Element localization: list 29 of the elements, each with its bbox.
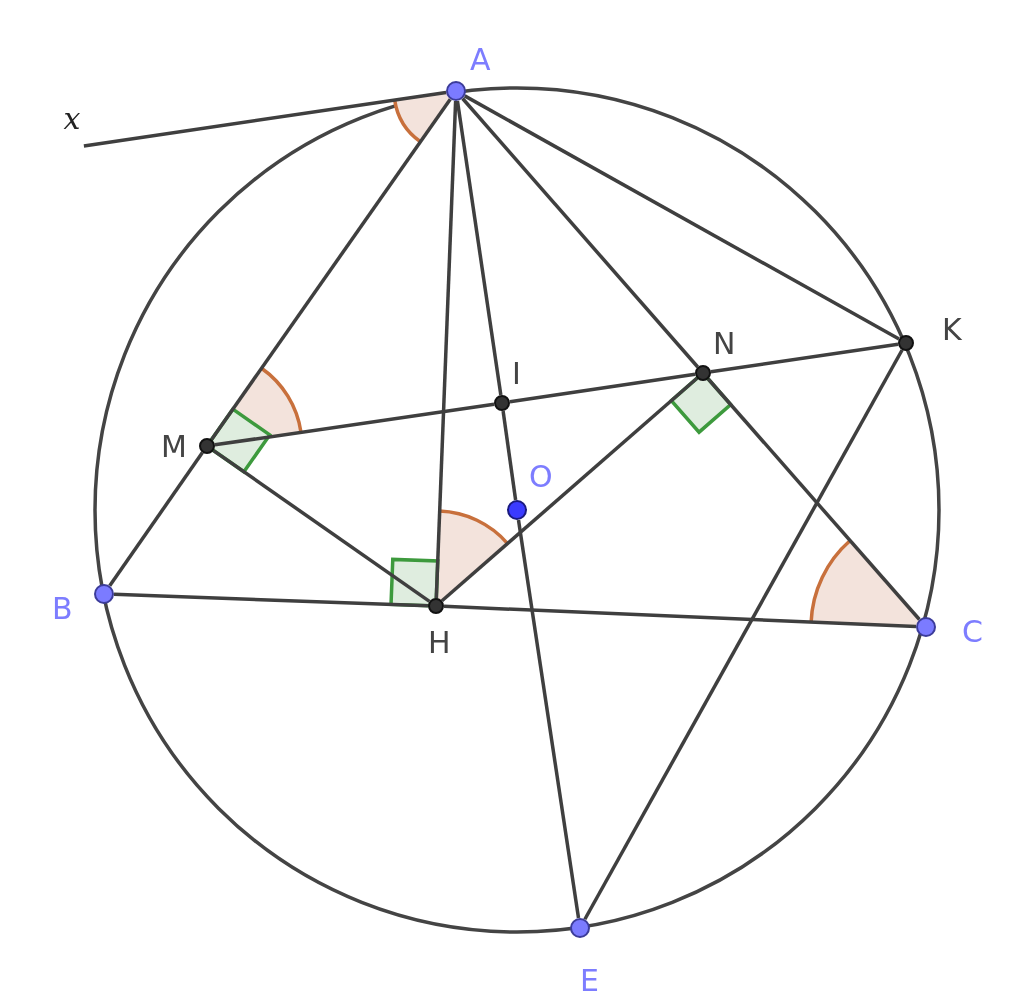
line-segment xyxy=(212,449,431,603)
point-label: E xyxy=(580,966,599,996)
point-label: H xyxy=(428,628,451,658)
point-label: I xyxy=(512,359,521,389)
line-segment xyxy=(113,592,429,608)
line-segment xyxy=(443,604,917,629)
line-segment xyxy=(583,349,904,921)
line-segment xyxy=(461,97,700,369)
line-segment xyxy=(706,377,921,621)
point-label: M xyxy=(161,432,187,462)
line-segment xyxy=(108,451,204,587)
line-segment xyxy=(214,402,495,447)
line-label: x xyxy=(60,104,84,150)
line-segment xyxy=(501,410,518,501)
point-label: B xyxy=(52,594,73,624)
line-segment xyxy=(440,376,699,603)
line-segment xyxy=(455,100,503,396)
point-label: O xyxy=(529,462,553,492)
line-segment xyxy=(434,100,458,599)
point-label: N xyxy=(713,329,736,359)
line-segment xyxy=(83,90,447,148)
line-segment xyxy=(509,372,696,404)
point-label: K xyxy=(942,315,962,345)
point-label: C xyxy=(962,617,983,647)
line-segment xyxy=(710,342,899,374)
line-segment xyxy=(210,98,452,441)
line-segment xyxy=(516,519,581,919)
line-segment xyxy=(463,94,900,341)
point-label: A xyxy=(470,45,491,75)
